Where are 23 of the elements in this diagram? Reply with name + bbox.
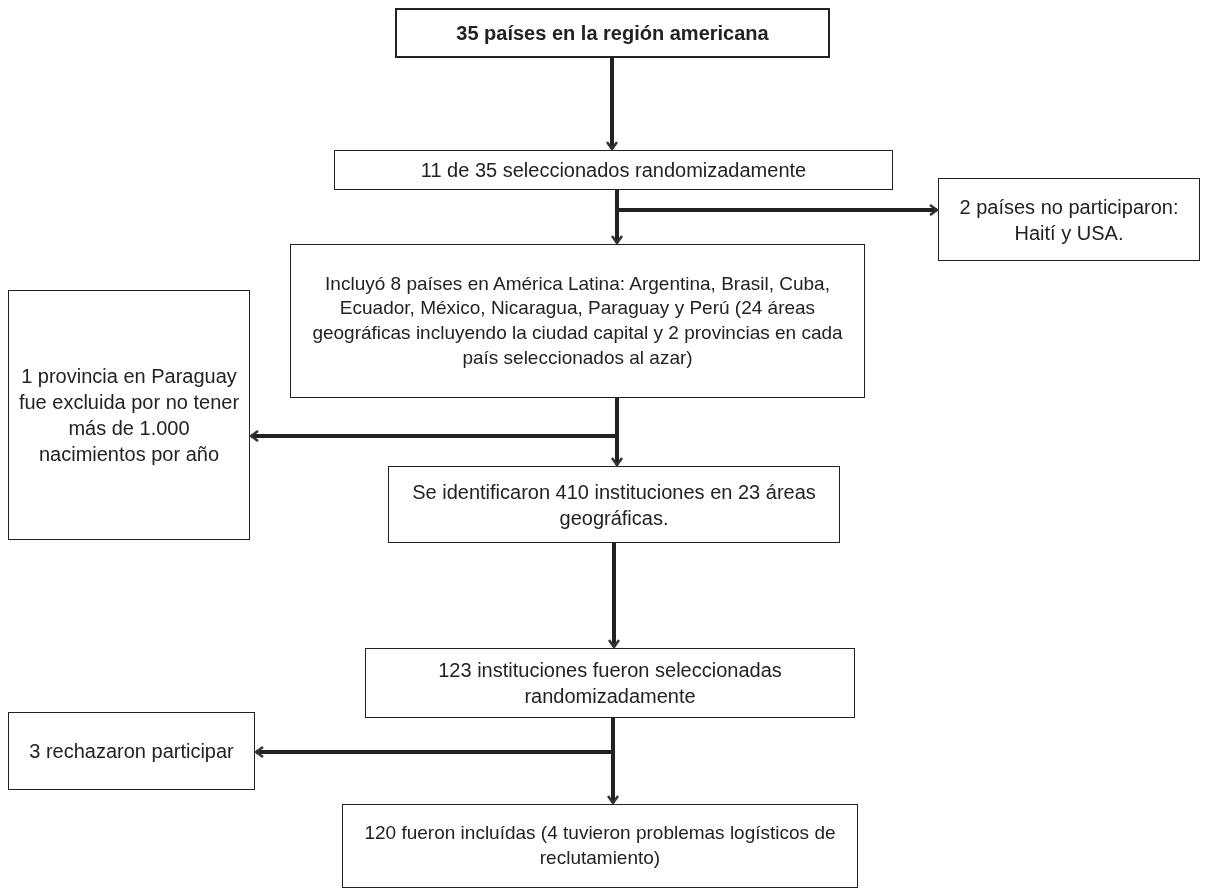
arrow (615, 190, 939, 217)
process-box (8, 290, 250, 540)
process-box (395, 8, 830, 58)
process-box (290, 244, 865, 398)
arrow (605, 58, 619, 151)
box-text: 3 rechazaron participar (29, 739, 234, 764)
arrow (607, 543, 621, 649)
process-box (8, 712, 255, 790)
arrow (249, 398, 619, 443)
box-text: Incluyó 8 países en América Latina: Argentina, Brasil, Cuba, Ecuador, México, Nicaragua, Paraguay y Perú (24 áreas geográficas incluyendo la ciudad capital y 2 provincias en cada país seleccionados al azar) (311, 271, 844, 370)
process-box (365, 648, 855, 718)
process-box (938, 178, 1200, 261)
box-text: 120 fueron incluídas (4 tuvieron problemas logísticos de reclutamiento) (363, 821, 837, 870)
box-text: 123 instituciones fueron seleccionadas randomizadamente (437, 658, 783, 709)
process-box (334, 150, 893, 190)
box-text: 11 de 35 seleccionados randomizadamente (420, 158, 807, 183)
process-box (342, 804, 858, 888)
box-text: 35 países en la región americana (456, 21, 769, 46)
arrow (254, 718, 615, 759)
box-text: 1 provincia en Paraguay fue excluida por no tener más de 1.000 nacimientos por año (17, 364, 241, 467)
box-text: Se identificaron 410 instituciones en 23 áreas geográficas. (411, 479, 817, 531)
process-box (388, 466, 840, 543)
box-text: 2 países no participaron: Haití y USA. (958, 194, 1180, 246)
